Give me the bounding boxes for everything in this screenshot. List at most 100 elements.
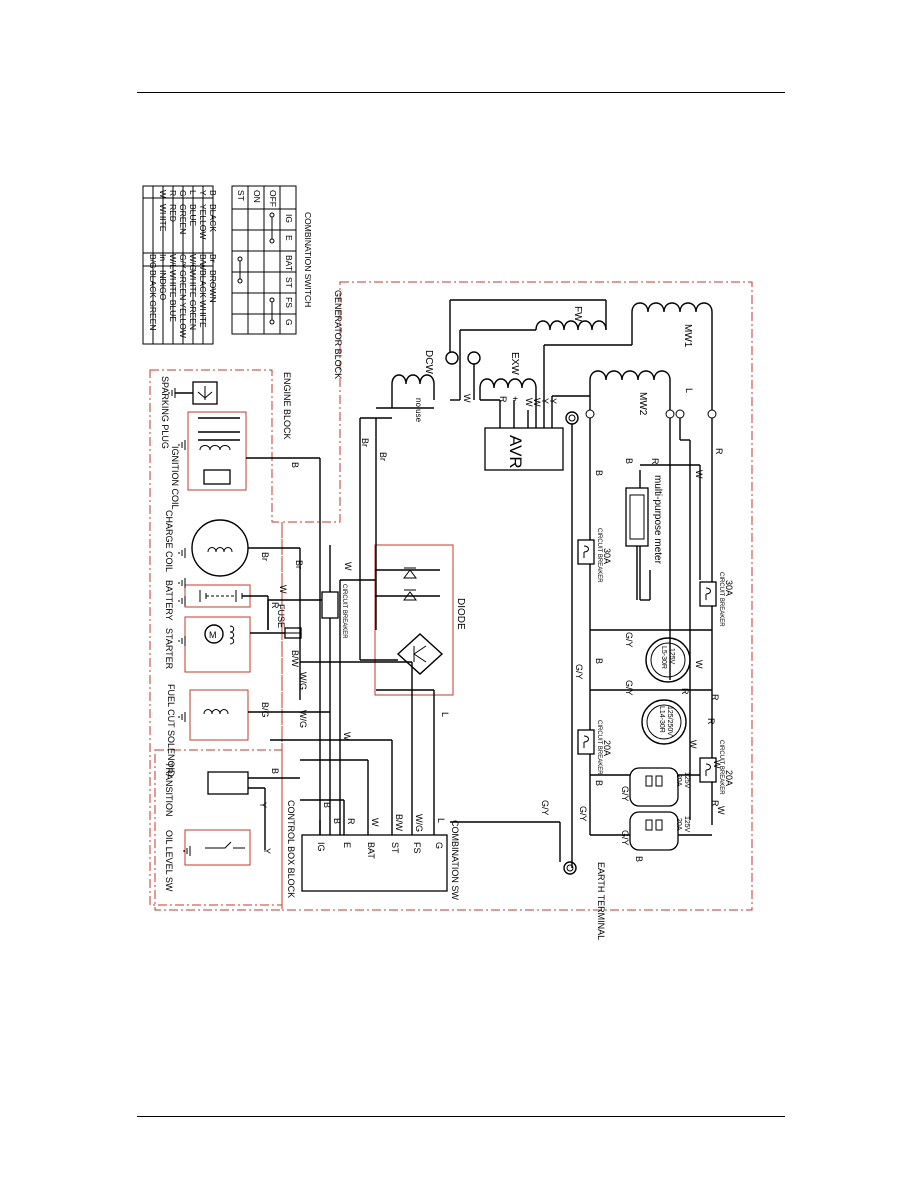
- wire-labels: B R W R L W Br Br B Br Br W W R B/W W/G …: [258, 388, 726, 862]
- svg-text:G/Y: G/Y: [620, 830, 630, 846]
- outlet-duplex-2: 125V 20A: [629, 811, 690, 851]
- svg-text:G: G: [434, 842, 444, 849]
- svg-text:R: R: [714, 448, 724, 455]
- circuit-breaker-20a-top: CIRCUIT BREAKER 20A: [699, 740, 734, 795]
- svg-text:B: B: [322, 802, 332, 808]
- svg-text:Br: Br: [294, 560, 304, 569]
- circuit-breaker-30a-low: CIRCUIT BREAKER 30A: [577, 528, 612, 583]
- combination-switch-title: COMBINATION SWITCH: [303, 212, 313, 307]
- combination-switch-block: COMBINATION SW IG E BAT ST FS G: [301, 720, 460, 900]
- legend-code: B: [208, 190, 218, 196]
- fuel-cut-label: FUEL CUT SOLENOID: [166, 684, 176, 777]
- svg-text:G/Y: G/Y: [540, 800, 550, 816]
- legend-name: WHITE BLUE: [168, 270, 178, 322]
- svg-text:B: B: [594, 658, 604, 664]
- oil-level-switch: OIL LEVEL SW: [164, 829, 251, 892]
- svg-text:R: R: [710, 694, 720, 701]
- color-legend: B BLACK Br BROWN Y YELLOW B/W BLACK WHIT…: [142, 185, 218, 345]
- svg-text:G/Y: G/Y: [574, 664, 584, 680]
- dcw-winding: DCW no use: [391, 350, 435, 423]
- avr-terminal-y: Y: [540, 398, 550, 404]
- svg-text:W: W: [370, 818, 380, 827]
- svg-text:Y: Y: [258, 802, 268, 808]
- mw2-label: MW2: [637, 392, 648, 416]
- svg-text:W/G: W/G: [298, 710, 308, 728]
- svg-text:125/250V: 125/250V: [666, 706, 673, 736]
- svg-text:W: W: [343, 562, 353, 571]
- legend-code: L: [188, 190, 198, 195]
- legend-name: RED: [168, 204, 178, 222]
- legend-name: WHITE GREEN: [188, 270, 198, 330]
- svg-text:G/Y: G/Y: [624, 632, 634, 648]
- exw-label: EXW: [509, 352, 520, 375]
- engine-block-boundary: [149, 369, 283, 906]
- legend-code: B/G: [148, 254, 158, 269]
- svg-text:30A: 30A: [602, 548, 612, 564]
- generator-block-label: GENERATOR BLOCK: [333, 290, 343, 379]
- outlet-l5-30r: 125V L5-30R: [645, 637, 691, 683]
- outlet-duplex-1: 125V 20A: [629, 767, 690, 807]
- avr-terminal-y: Y: [548, 398, 558, 404]
- svg-text:R: R: [270, 602, 280, 609]
- switch-col-ig: IG: [284, 214, 294, 223]
- avr-unit: AVR R + W W Y Y: [484, 344, 632, 471]
- transition-label: TRANSITION: [164, 762, 174, 817]
- fw-label: FW: [572, 306, 583, 322]
- switch-col-e: E: [284, 235, 294, 241]
- charge-coil-label: CHARGE COIL: [164, 510, 174, 572]
- svg-text:Br: Br: [378, 452, 388, 461]
- svg-text:W: W: [694, 470, 704, 479]
- legend-code: Br: [208, 254, 218, 263]
- header-rule: [137, 92, 785, 93]
- svg-text:L: L: [684, 388, 694, 393]
- svg-text:B/W: B/W: [290, 650, 300, 668]
- avr-terminal-w: W: [524, 398, 534, 407]
- charge-coil: CHARGE COIL: [164, 510, 300, 577]
- svg-text:20A: 20A: [675, 818, 682, 831]
- svg-text:BAT: BAT: [366, 842, 376, 859]
- svg-text:B: B: [290, 462, 300, 468]
- legend-name: BROWN: [208, 270, 218, 303]
- legend-code: W/L: [168, 254, 178, 269]
- svg-text:W: W: [342, 732, 352, 741]
- earth-terminal: EARTH TERMINAL: [559, 822, 606, 940]
- battery: BATTERY: [164, 580, 269, 630]
- svg-text:20A: 20A: [724, 770, 734, 786]
- svg-text:B: B: [332, 818, 342, 824]
- legend-name: BLACK WHITE: [198, 270, 208, 328]
- sparking-plug: SPARKING PLUG: [160, 376, 218, 449]
- svg-text:125V: 125V: [683, 772, 690, 789]
- legend-name: GREEN YELLOW: [178, 270, 188, 338]
- avr-label: AVR: [506, 435, 525, 469]
- svg-text:ST: ST: [390, 842, 400, 854]
- engine-block-label: ENGINE BLOCK: [282, 372, 292, 440]
- svg-text:W: W: [694, 660, 704, 669]
- svg-text:E: E: [342, 842, 352, 848]
- svg-text:R: R: [650, 458, 660, 465]
- ignition-coil-label: IGNITION COIL: [170, 446, 180, 510]
- svg-text:CIRCUIT BREAKER: CIRCUIT BREAKER: [718, 572, 724, 627]
- switch-col-fs: FS: [284, 297, 294, 308]
- switch-row-on: ON: [252, 190, 262, 203]
- control-wiring: CIRCUIT BREAKER: [267, 330, 560, 835]
- svg-text:125V: 125V: [683, 816, 690, 833]
- svg-text:L5-30R: L5-30R: [660, 646, 667, 669]
- svg-text:L: L: [436, 818, 446, 823]
- generator-block-boundary: [281, 281, 753, 911]
- battery-label: BATTERY: [164, 580, 174, 621]
- legend-code: G/Y: [178, 254, 188, 269]
- combination-switch-table: COMBINATION SWITCH IG E BAT ST FS G OFF …: [231, 185, 313, 335]
- circuit-breaker-30a-top: CIRCUIT BREAKER 30A: [699, 572, 734, 627]
- svg-text:B: B: [594, 780, 604, 786]
- legend-code: Y: [198, 190, 208, 196]
- svg-text:CIRCUIT BREAKER: CIRCUIT BREAKER: [718, 740, 724, 795]
- fuse-label: FUSE: [276, 604, 286, 628]
- svg-text:B: B: [624, 458, 634, 464]
- slip-rings: [445, 351, 481, 365]
- dcw-label: DCW: [423, 350, 434, 374]
- mw2-winding: MW2: [589, 370, 671, 416]
- starter-motor: M STARTER: [164, 616, 285, 673]
- svg-text:20A: 20A: [602, 740, 612, 756]
- small-breaker-label: CIRCUIT BREAKER: [341, 584, 347, 639]
